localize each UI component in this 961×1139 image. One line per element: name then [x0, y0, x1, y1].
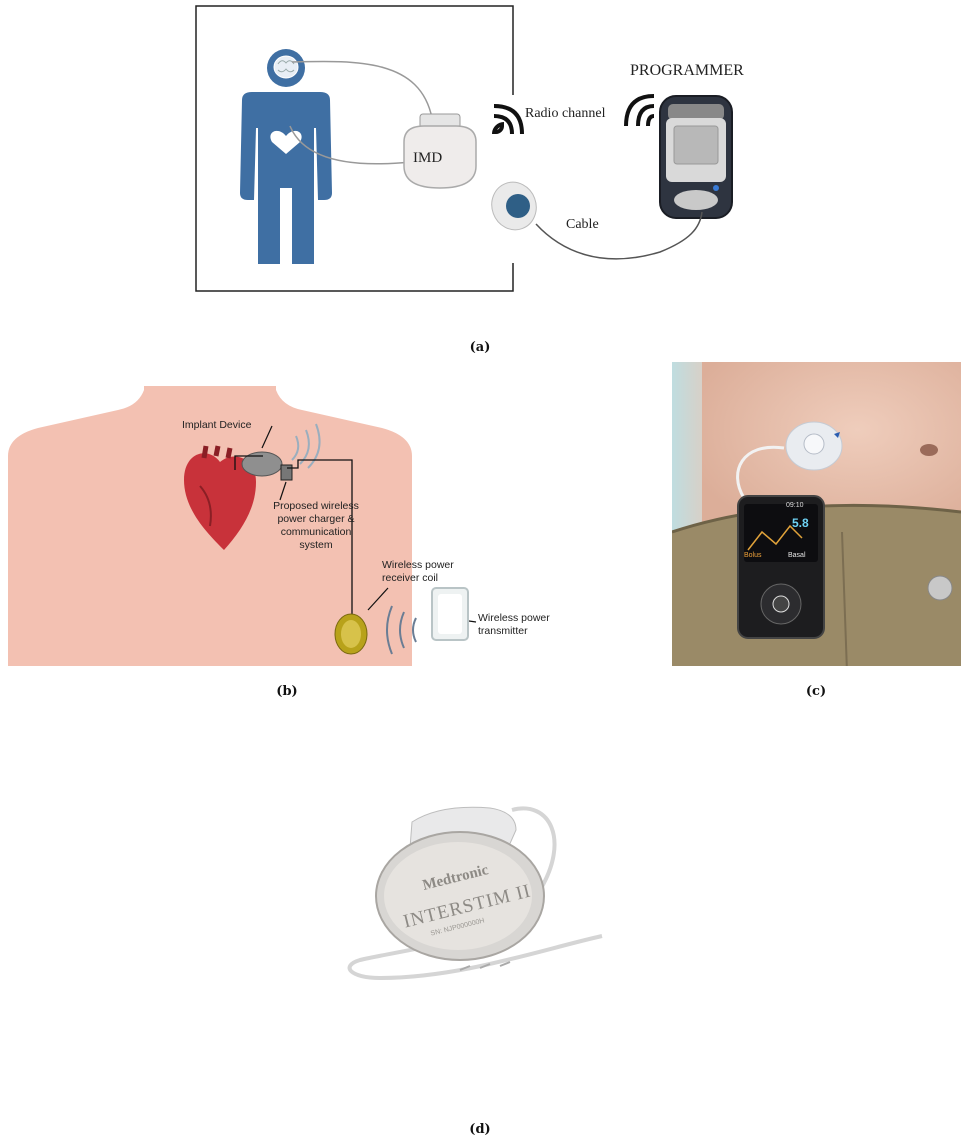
pump-value: 5.8	[792, 516, 809, 530]
transmitter-label-line-1: Wireless power	[478, 612, 550, 625]
implant-device-label: Implant Device	[182, 419, 251, 431]
pump-bolus: Bolus	[744, 552, 762, 559]
insulin-pump-device	[736, 492, 826, 642]
receiver-label-line-2: receiver coil	[382, 572, 454, 585]
caption-c: (c)	[806, 684, 826, 699]
charger-label-line-3: communication	[256, 526, 376, 539]
transmitter-device	[430, 586, 474, 646]
transmitter-signal-icon	[382, 596, 432, 666]
transmitter-label-line-2: transmitter	[478, 625, 550, 638]
pump-basal: Basal	[788, 552, 806, 559]
navel	[920, 444, 938, 456]
pump-time: 09:10	[786, 502, 804, 509]
charger-label-line-2: power charger &	[256, 513, 376, 526]
receiver-coil-icon	[333, 612, 373, 656]
caption-d: (d)	[469, 1122, 490, 1137]
receiver-label-line-1: Wireless power	[382, 559, 454, 572]
charger-label: Proposed wireless power charger & commun…	[256, 500, 376, 552]
receiver-label: Wireless power receiver coil	[382, 559, 454, 585]
panel-c-photo: 09:10 5.8 Bolus Basal	[672, 362, 961, 666]
charger-label-line-4: system	[256, 539, 376, 552]
caption-b: (b)	[276, 684, 297, 699]
transmitter-label: Wireless power transmitter	[478, 612, 550, 638]
charger-label-line-1: Proposed wireless	[256, 500, 376, 513]
